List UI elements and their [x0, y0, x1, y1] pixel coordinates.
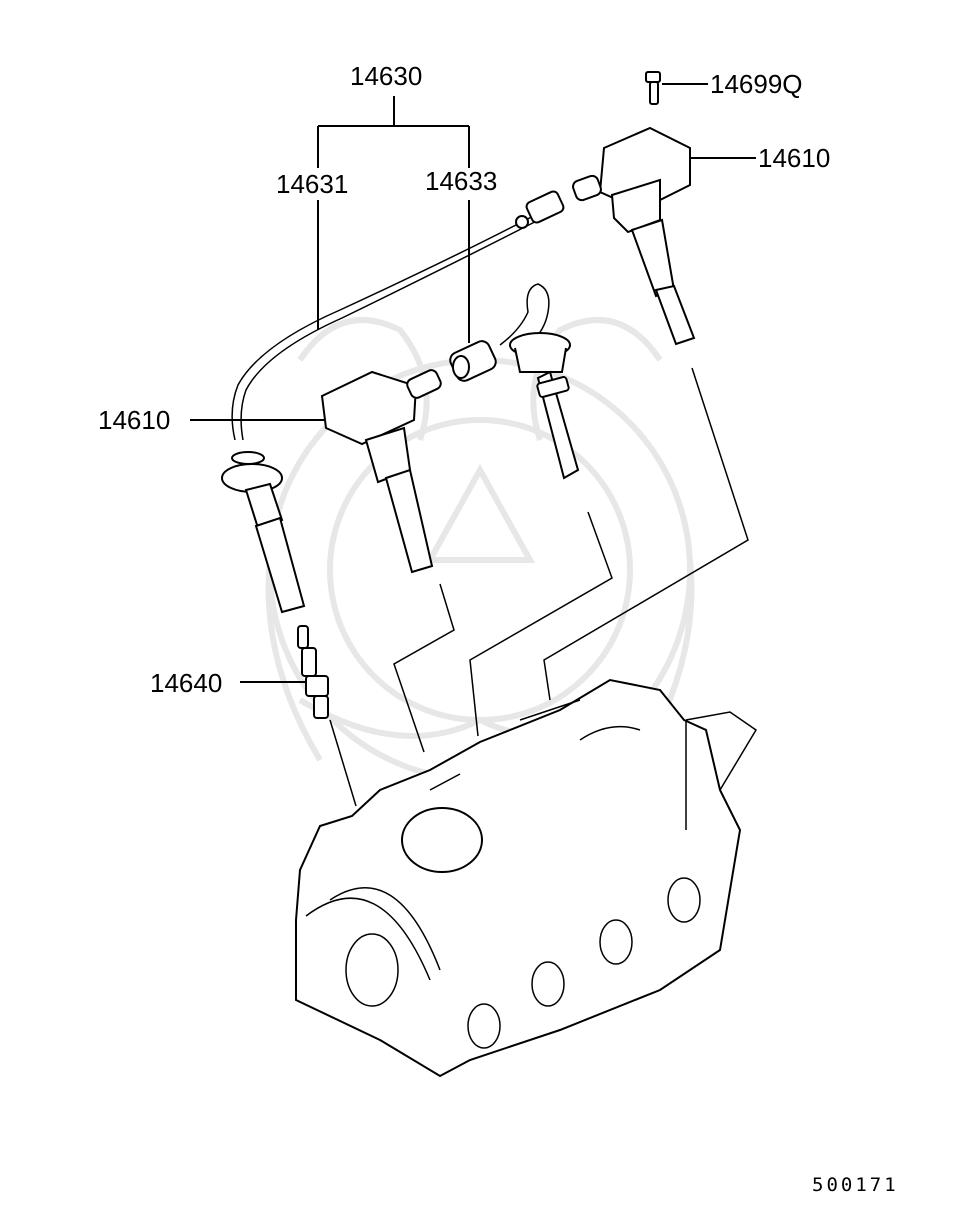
label-14630: 14630: [350, 61, 422, 91]
long-ignition-cable: [231, 190, 565, 441]
label-14631: 14631: [276, 169, 348, 199]
label-14610-left: 14610: [98, 405, 170, 435]
label-14699q: 14699Q: [710, 69, 803, 99]
bolt-part: [645, 71, 661, 105]
cylinder-head: [295, 678, 758, 1078]
ignition-coil-right: [572, 126, 696, 346]
set-bracket: [317, 96, 470, 343]
assembly-lines: [329, 367, 749, 807]
label-14633: 14633: [425, 166, 497, 196]
label-14610-right: 14610: [758, 143, 830, 173]
reference-number: 500171: [812, 1174, 899, 1196]
cable-boot-left: [221, 451, 306, 614]
label-leaders: [190, 83, 756, 683]
coil-boot-center: [509, 332, 580, 480]
ignition-coil-left: [320, 369, 442, 574]
short-ignition-cable: [449, 283, 550, 382]
spark-plug: [297, 625, 329, 719]
label-14640: 14640: [150, 668, 222, 698]
